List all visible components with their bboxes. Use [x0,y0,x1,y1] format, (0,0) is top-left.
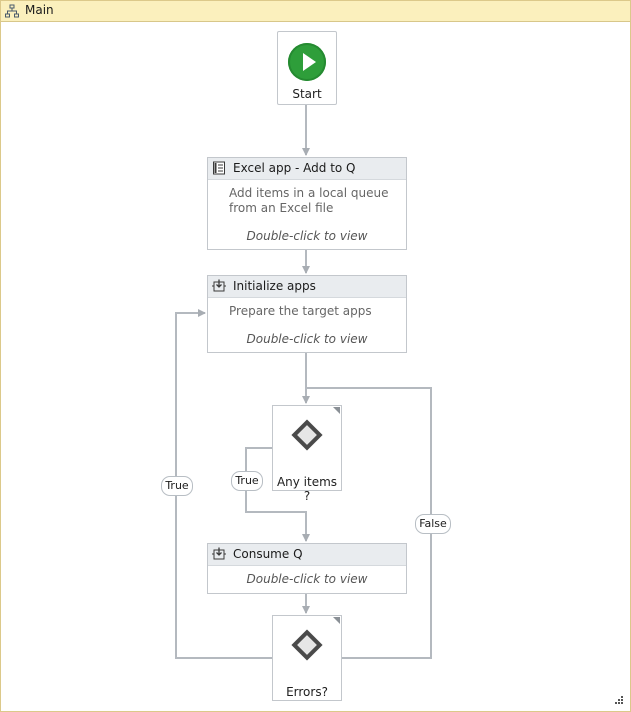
invoke-workflow-icon [212,547,226,560]
corner-marker-icon [333,617,340,624]
activity-title: Excel app - Add to Q [233,161,356,175]
description-line: Add items in a local queue [229,186,389,200]
double-click-hint: Double-click to view [246,332,368,346]
corner-marker-icon [333,407,340,414]
activity-description: Prepare the target apps [229,304,399,319]
activity-description: Add items in a local queue from an Excel… [229,186,399,216]
designer-header: Main [1,1,630,22]
decision-errors[interactable]: Errors? [272,615,342,701]
connector-any-items-true [245,447,310,542]
invoke-workflow-icon [212,279,226,292]
decision-diamond-icon [291,419,323,451]
connector-label-false[interactable]: False [415,514,451,534]
start-node[interactable]: Start [277,31,337,105]
activity-header: Initialize apps [208,276,406,298]
decision-diamond-icon [291,629,323,661]
connector-label-true[interactable]: True [231,471,263,491]
play-icon [288,43,326,81]
decision-label: Any items ? [276,475,338,503]
activity-initialize-apps[interactable]: Initialize apps Prepare the target apps … [207,275,407,353]
activity-title: Consume Q [233,547,303,561]
flowchart-icon [5,4,19,18]
double-click-hint: Double-click to view [246,229,368,243]
start-label: Start [292,87,322,101]
description-line: from an Excel file [229,201,334,215]
activity-excel-add-to-q[interactable]: Excel app - Add to Q Add items in a loca… [207,157,407,250]
activity-consume-q[interactable]: Consume Q Double-click to view [207,543,407,594]
decision-any-items[interactable]: Any items ? [272,405,342,503]
resize-grip-icon[interactable] [614,695,624,705]
double-click-hint: Double-click to view [246,572,368,586]
page-title: Main [25,3,54,17]
activity-header: Consume Q [208,544,406,566]
decision-label: Errors? [286,685,328,699]
workbook-icon [213,161,225,175]
connector-label-true[interactable]: True [161,476,193,496]
activity-title: Initialize apps [233,279,316,293]
activity-header: Excel app - Add to Q [208,158,406,180]
description-line: Prepare the target apps [229,304,372,318]
